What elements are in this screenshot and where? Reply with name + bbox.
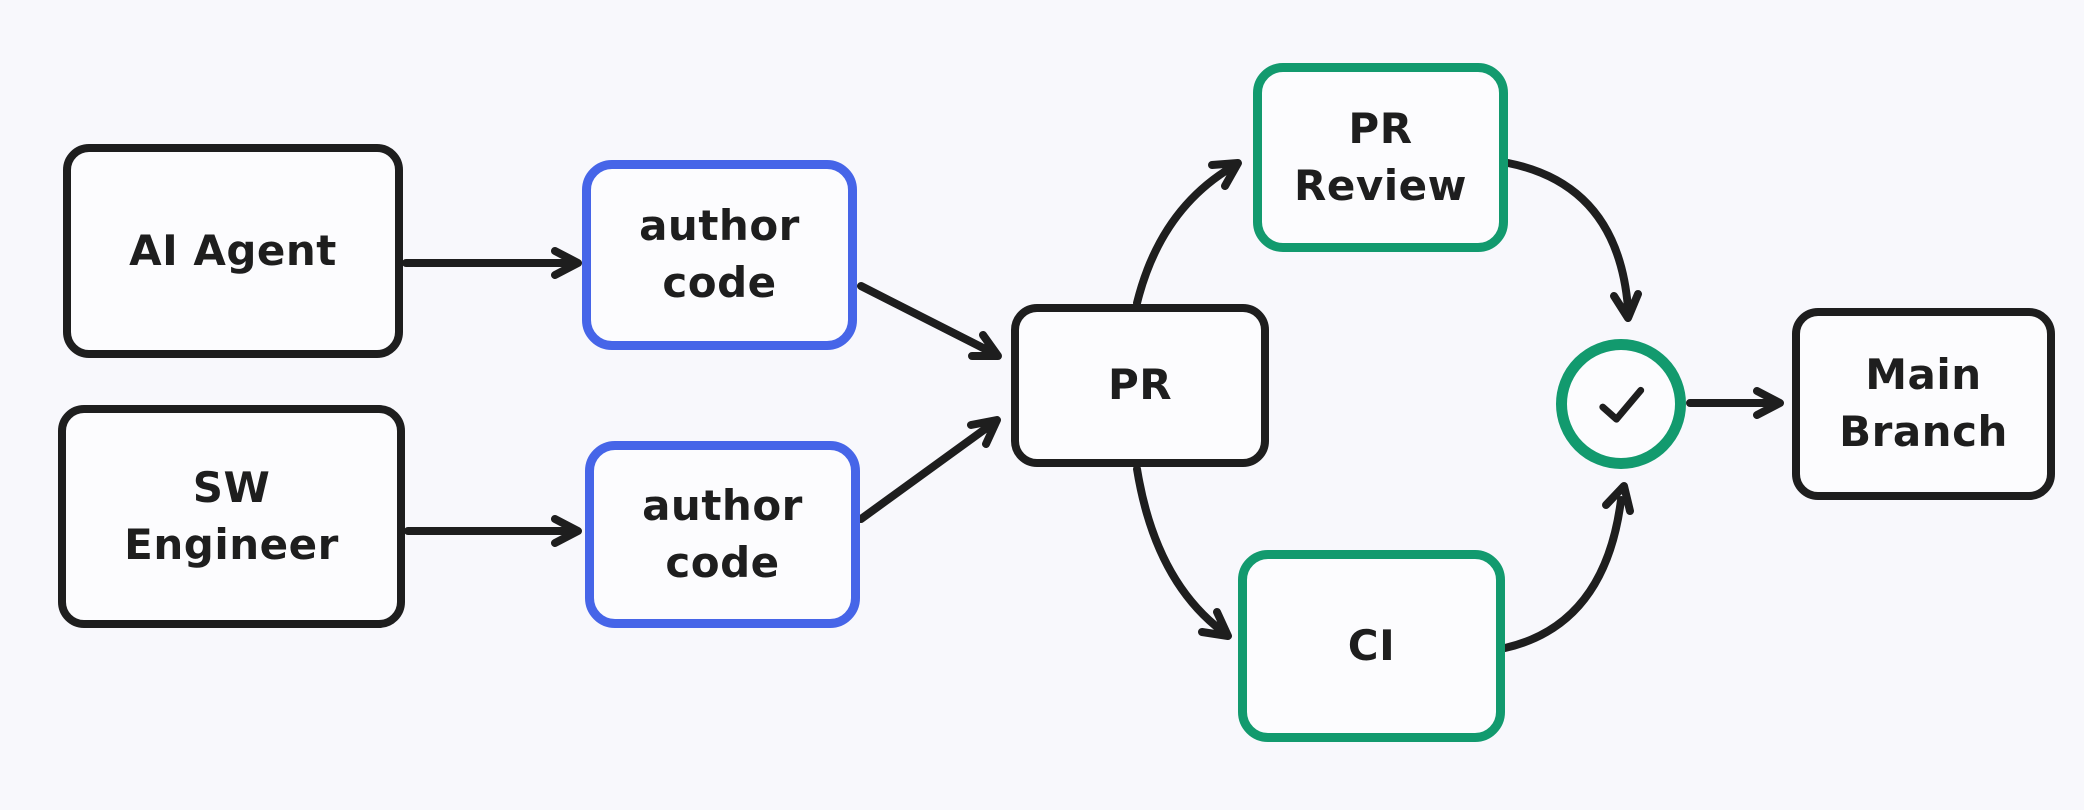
edge-check-to-main-branch <box>1686 387 1784 419</box>
edge-pr-review-to-check <box>1504 159 1642 322</box>
edge-author-code-top-to-pr <box>857 282 1002 360</box>
node-pr-review: PR Review <box>1253 63 1508 252</box>
node-author-code-top: author code <box>582 160 857 350</box>
node-ai-agent-label: AI Agent <box>129 225 337 275</box>
node-sw-engineer-label: SW Engineer <box>124 462 339 569</box>
node-ci: CI <box>1238 550 1505 742</box>
edge-pr-to-pr-review <box>1133 159 1242 307</box>
node-main-branch-label: Main Branch <box>1839 350 2008 456</box>
edge-ci-to-check <box>1501 482 1634 652</box>
edge-author-code-bottom-to-pr <box>857 416 1001 523</box>
node-main-branch: Main Branch <box>1792 308 2055 500</box>
node-author-code-top-label: author code <box>639 201 800 307</box>
edge-sw-engineer-to-author-code-bottom <box>404 515 582 547</box>
node-author-code-bottom-label: author code <box>642 480 803 587</box>
edge-ai-agent-to-author-code-top <box>402 247 582 279</box>
node-ai-agent: AI Agent <box>63 144 403 358</box>
node-approval-check <box>1556 339 1686 469</box>
node-sw-engineer: SW Engineer <box>58 405 405 628</box>
node-pr-review-label: PR Review <box>1294 103 1467 210</box>
node-author-code-bottom: author code <box>585 441 860 628</box>
edge-pr-to-ci <box>1133 465 1232 640</box>
checkmark-icon <box>1599 386 1645 423</box>
node-pr-label: PR <box>1107 360 1173 410</box>
node-ci-label: CI <box>1347 620 1396 670</box>
node-pr: PR <box>1011 304 1269 467</box>
